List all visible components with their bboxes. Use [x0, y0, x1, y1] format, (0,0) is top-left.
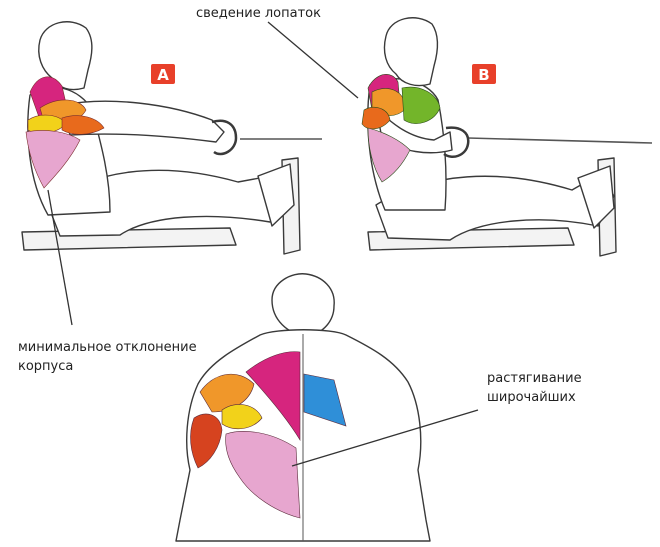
callout-line-scapula [267, 21, 359, 99]
label-torso-line1: минимальное отклонение [18, 340, 197, 355]
bench-a [21, 227, 237, 251]
handle-a [211, 119, 238, 156]
callout-line-torso [47, 189, 73, 326]
head-b [383, 17, 439, 87]
back-rhomboid [303, 373, 347, 427]
handle-b [443, 126, 470, 158]
head-a [38, 21, 93, 91]
callout-line-lats [291, 409, 479, 467]
badge-a-label: A [157, 66, 169, 84]
back-trapezius [245, 351, 301, 442]
feet-b [577, 165, 615, 229]
badge-b: B [472, 64, 496, 84]
feet-a [257, 163, 295, 227]
muscle-a-teres [61, 115, 105, 135]
back-head [271, 273, 335, 337]
muscle-a-lats [25, 130, 81, 189]
figure-b-seated-row [367, 17, 653, 257]
muscle-b-teres [361, 107, 391, 130]
arms-a [61, 100, 225, 143]
cable-b [467, 137, 653, 144]
muscles-b [361, 74, 441, 183]
callout-lines [47, 21, 479, 467]
label-lats-line1: растягивание [487, 371, 582, 386]
label-torso-line2: корпуса [18, 359, 74, 374]
label-lats-line2: широчайших [487, 390, 576, 405]
back-lats [225, 431, 301, 519]
muscle-b-lats [367, 127, 411, 183]
muscles-a [25, 76, 105, 189]
back-triceps [190, 413, 223, 469]
badge-b-label: B [478, 66, 489, 84]
muscle-b-pectoral [401, 86, 441, 124]
back-muscles [190, 351, 347, 519]
label-scapula-retraction: сведение лопаток [196, 6, 321, 21]
badge-a: A [151, 64, 175, 84]
back-infraspinatus [221, 404, 263, 430]
